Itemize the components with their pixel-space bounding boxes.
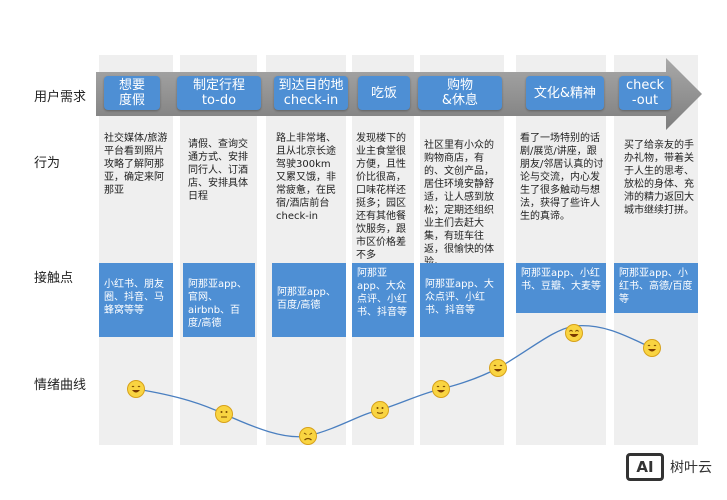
behavior-1: 社交媒体/旅游平台看到照片攻略了解阿那亚，确定来阿那亚 (104, 133, 168, 196)
stage-column-6 (516, 55, 606, 445)
stage-shopping: 购物 &休息 (418, 76, 502, 110)
happy-face-icon (565, 324, 583, 342)
touchpoint-4: 阿那亚app、大众点评、小红书、抖音等 (352, 263, 414, 337)
stage-column-2 (180, 55, 257, 445)
touchpoint-7: 阿那亚app、小红书、高德/百度等 (614, 263, 698, 313)
behavior-7: 买了给亲友的手办礼物，带着关于人生的思考、放松的身体、充沛的精力返回大城市继续打… (624, 140, 694, 216)
row-label-behavior: 行为 (34, 156, 61, 171)
row-label-touchpoint: 接触点 (34, 271, 74, 286)
touchpoint-6: 阿那亚app、小红书、豆瓣、大麦等 (516, 263, 606, 313)
touchpoint-2: 阿那亚app、官网、airbnb、百度/高德 (183, 263, 255, 337)
behavior-5: 社区里有小众的购物商店，有的、文创产品，居住环境安静舒适，让人感到放松；定期还组… (424, 140, 494, 268)
row-label-need: 用户需求 (34, 90, 87, 105)
stage-want-vacation: 想要 度假 (104, 76, 160, 110)
happy-face-icon (432, 380, 450, 398)
stage-column-3 (266, 55, 346, 445)
touchpoint-1: 小红书、朋友圈、抖音、马蜂窝等等 (99, 263, 173, 337)
behavior-4: 发现楼下的业主食堂很方便，且性价比很高，口味花样还挺多；园区还有其他餐饮服务，跟… (356, 133, 406, 261)
neutral-face-icon (371, 401, 389, 419)
behavior-2: 请假、查询交通方式、安排同行人、订酒店、安排具体日程 (188, 139, 248, 202)
brand-logo: AI 树叶云 (626, 453, 712, 481)
stage-column-7 (614, 55, 698, 445)
logo-mark: AI (626, 453, 664, 481)
stage-culture: 文化&精神 (526, 76, 604, 110)
happy-face-icon (489, 359, 507, 377)
frown-face-icon (299, 427, 317, 445)
behavior-6: 看了一场特别的话剧/展览/讲座，跟朋友/邻居认真的讨论与交流，内心发生了很多触动… (520, 133, 604, 222)
stage-eat: 吃饭 (358, 76, 410, 110)
row-label-emotion: 情绪曲线 (34, 378, 87, 393)
stage-column-4 (352, 55, 414, 445)
touchpoint-3: 阿那亚app、百度/高德 (272, 263, 346, 337)
neutral-face-icon (215, 405, 233, 423)
stage-plan-itinerary: 制定行程 to-do (177, 76, 261, 110)
happy-face-icon (127, 380, 145, 398)
stage-check-out: check -out (619, 76, 671, 110)
stage-check-in: 到达目的地 check-in (274, 76, 348, 110)
behavior-3: 路上非常堵、且从北京长途驾驶300km又累又饿，非常疲惫，在民宿/酒店前台che… (276, 133, 336, 222)
touchpoint-5: 阿那亚app、大众点评、小红书、抖音等 (420, 263, 504, 337)
stage-column-5 (420, 55, 504, 445)
logo-text: 树叶云 (670, 460, 712, 476)
happy-face-icon (643, 339, 661, 357)
